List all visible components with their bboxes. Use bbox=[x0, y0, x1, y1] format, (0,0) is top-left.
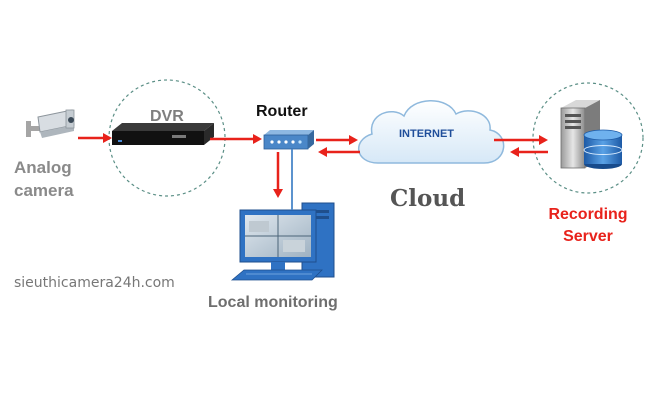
recording-server-icon bbox=[560, 100, 623, 169]
arrow-router-to-cloud-head bbox=[349, 135, 358, 145]
dvr-icon bbox=[112, 123, 214, 145]
arrow-cloud-to-server-head bbox=[539, 135, 548, 145]
watermark-text: sieuthicamera24h.com bbox=[14, 275, 175, 291]
arrow-camera-to-dvr-head bbox=[103, 133, 112, 143]
connectors bbox=[78, 133, 548, 210]
server-label-line2: Server bbox=[563, 228, 613, 245]
camera-label-line1: Analog bbox=[14, 158, 72, 177]
camera-label-line2: camera bbox=[14, 181, 74, 200]
cloud-label: Cloud bbox=[390, 185, 466, 212]
router-icon bbox=[263, 130, 314, 150]
analog-camera-icon bbox=[26, 109, 75, 138]
arrow-dvr-to-router-head bbox=[253, 134, 262, 144]
internet-label: INTERNET bbox=[399, 128, 454, 140]
arrow-server-to-cloud-head bbox=[510, 147, 519, 157]
local-monitoring-pc-icon bbox=[230, 202, 335, 281]
router-label: Router bbox=[256, 103, 308, 120]
arrow-router-to-monitor-head bbox=[273, 189, 283, 198]
server-dashed-circle bbox=[532, 82, 644, 194]
server-label-line1: Recording bbox=[548, 206, 628, 223]
local-monitoring-label: Local monitoring bbox=[208, 294, 338, 311]
arrow-cloud-to-router-head bbox=[318, 147, 327, 157]
dvr-label: DVR bbox=[150, 108, 184, 125]
internet-cloud-icon bbox=[357, 100, 505, 164]
